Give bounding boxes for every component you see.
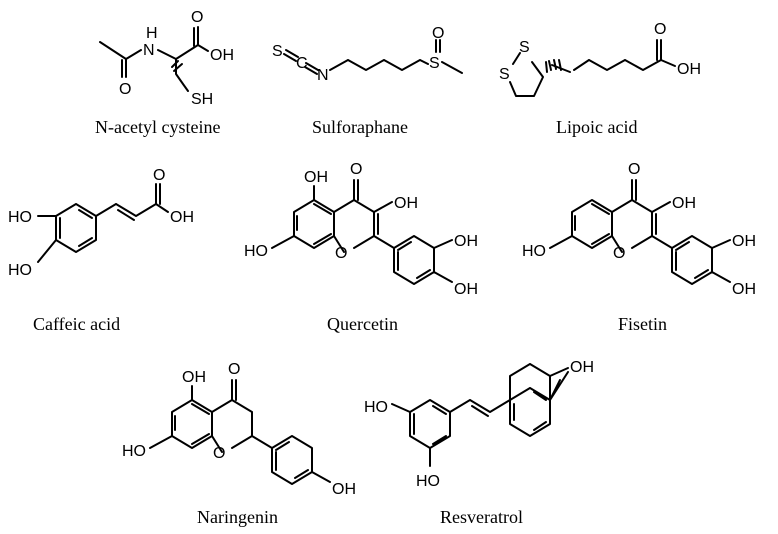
compound-quercetin: OH O OH HO O OH OH Quercetin [244, 161, 478, 334]
phenol-ring [509, 363, 551, 401]
atom-label-o-ring: O [613, 245, 625, 262]
atom-label-s-upper: S [519, 39, 530, 56]
structure-caffeic-acid-bonds [37, 183, 169, 263]
phenol-oh-bond [549, 367, 569, 377]
atom-label-o-acetyl: O [119, 81, 131, 98]
compound-caffeic-acid: HO HO O OH Caffeic acid [8, 167, 194, 334]
atom-label-n: N [317, 67, 329, 84]
atom-label-oh: OH [570, 359, 594, 376]
atom-label-s-thiocarbonyl: S [272, 43, 283, 60]
atom-label-h: H [146, 25, 158, 42]
atom-label-oh: OH [170, 209, 194, 226]
compound-fisetin: O OH HO O OH OH Fisetin [522, 161, 756, 334]
stereo-hash [545, 59, 562, 73]
stereo-hash [171, 60, 183, 72]
atom-label-ho-7: HO [244, 243, 268, 260]
compound-n-acetyl-cysteine: H N O OH O SH N-acetyl cysteine [95, 9, 234, 137]
compound-name: Resveratrol [440, 507, 523, 527]
atom-label-o: O [432, 25, 444, 42]
atom-label-s-lower: S [499, 66, 510, 83]
atom-label-oh-5: OH [304, 169, 328, 186]
compound-name: Naringenin [197, 507, 278, 527]
atom-label-oh-3: OH [672, 195, 696, 212]
atom-label-oh: OH [210, 47, 234, 64]
atom-label-oh-3prime: OH [732, 233, 756, 250]
atom-label-o-ring: O [213, 445, 225, 462]
atom-label-oh: OH [677, 61, 701, 78]
atom-label-o: O [153, 167, 165, 184]
structure-lipoic-acid-bonds [509, 39, 676, 97]
structure-naringenin-bonds [149, 379, 331, 485]
compound-naringenin: OH O HO O OH Naringenin [122, 361, 356, 527]
atom-label-ho-7: HO [122, 443, 146, 460]
atom-label-ho-upper: HO [8, 209, 32, 226]
structure-sulforaphane-bonds [283, 39, 463, 75]
atom-label-ho-upper: HO [364, 399, 388, 416]
atom-label-o-carbonyl: O [350, 161, 362, 178]
compound-name: Quercetin [327, 314, 398, 334]
compound-name: Fisetin [618, 314, 667, 334]
atom-label-oh-4prime: OH [732, 281, 756, 298]
atom-label-oh-4prime: OH [454, 281, 478, 298]
atom-label-s-sulfoxide: S [429, 55, 440, 72]
structure-fisetin-bonds [549, 179, 731, 285]
compound-name: Lipoic acid [556, 117, 637, 137]
compound-name: N-acetyl cysteine [95, 117, 220, 137]
atom-label-n: N [143, 42, 155, 59]
atom-label-sh: SH [191, 91, 213, 108]
atom-label-o-ring: O [335, 245, 347, 262]
compound-lipoic-acid: S S O OH Lipoic acid [499, 21, 701, 137]
atom-label-oh-4prime: OH [332, 481, 356, 498]
atom-label-ho-lower: HO [416, 473, 440, 490]
atom-label-oh-3: OH [394, 195, 418, 212]
atom-label-oh-3prime: OH [454, 233, 478, 250]
atom-label-o: O [654, 21, 666, 38]
atom-label-o-carbonyl: O [191, 9, 203, 26]
atom-label-c: C [296, 55, 308, 72]
structure-quercetin-bonds [271, 179, 453, 285]
compound-resveratrol: HO HO OH Resveratrol [364, 359, 594, 527]
structure-resveratrol-bonds [391, 371, 569, 467]
compound-name: Sulforaphane [312, 117, 408, 137]
atom-label-ho-lower: HO [8, 262, 32, 279]
atom-label-ho-7: HO [522, 243, 546, 260]
atom-label-oh-5: OH [182, 369, 206, 386]
atom-label-o-carbonyl: O [628, 161, 640, 178]
structure-n-acetyl-cysteine-bonds [99, 26, 209, 92]
atom-label-o-carbonyl: O [228, 361, 240, 378]
compound-name: Caffeic acid [33, 314, 120, 334]
compound-sulforaphane: S C N S O Sulforaphane [272, 25, 463, 137]
